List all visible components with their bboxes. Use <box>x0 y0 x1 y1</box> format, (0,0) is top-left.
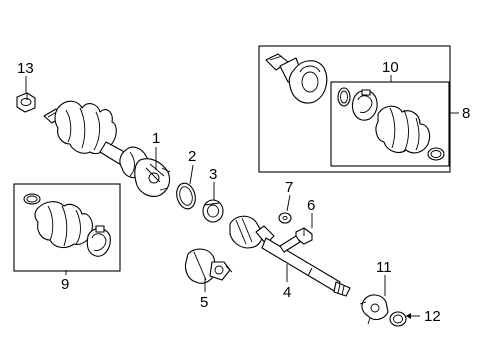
callout-11: 11 <box>376 259 392 276</box>
tripod <box>359 294 389 325</box>
callout-7: 7 <box>285 179 293 196</box>
leader-lines <box>25 75 459 317</box>
inner-shaft <box>229 215 351 297</box>
axle-nut <box>16 92 36 113</box>
callout-6: 6 <box>307 197 315 214</box>
callout-4: 4 <box>283 284 291 301</box>
bolt <box>279 227 313 253</box>
arrowhead-12 <box>406 313 411 319</box>
callout-10: 10 <box>382 59 399 76</box>
callout-9: 9 <box>61 276 69 293</box>
snap-ring <box>176 182 196 210</box>
callout-labels: 1 2 3 4 5 6 7 8 9 10 11 12 13 <box>17 59 470 325</box>
seal <box>202 199 224 223</box>
callout-8: 8 <box>462 105 470 122</box>
snap-ring-small <box>389 311 407 327</box>
boot-kit-box <box>13 183 121 272</box>
callout-2: 2 <box>188 148 196 165</box>
callout-5: 5 <box>200 294 208 311</box>
callout-13: 13 <box>17 60 34 77</box>
leader-7 <box>286 194 291 212</box>
callout-12: 12 <box>424 308 441 325</box>
leader-2 <box>189 164 194 185</box>
callout-1: 1 <box>152 130 160 147</box>
callout-3: 3 <box>209 166 217 183</box>
outer-joint-kit-box <box>258 45 451 173</box>
joint-housing <box>184 248 233 284</box>
washer <box>278 212 292 224</box>
axle-shaft-assembly <box>43 100 171 197</box>
